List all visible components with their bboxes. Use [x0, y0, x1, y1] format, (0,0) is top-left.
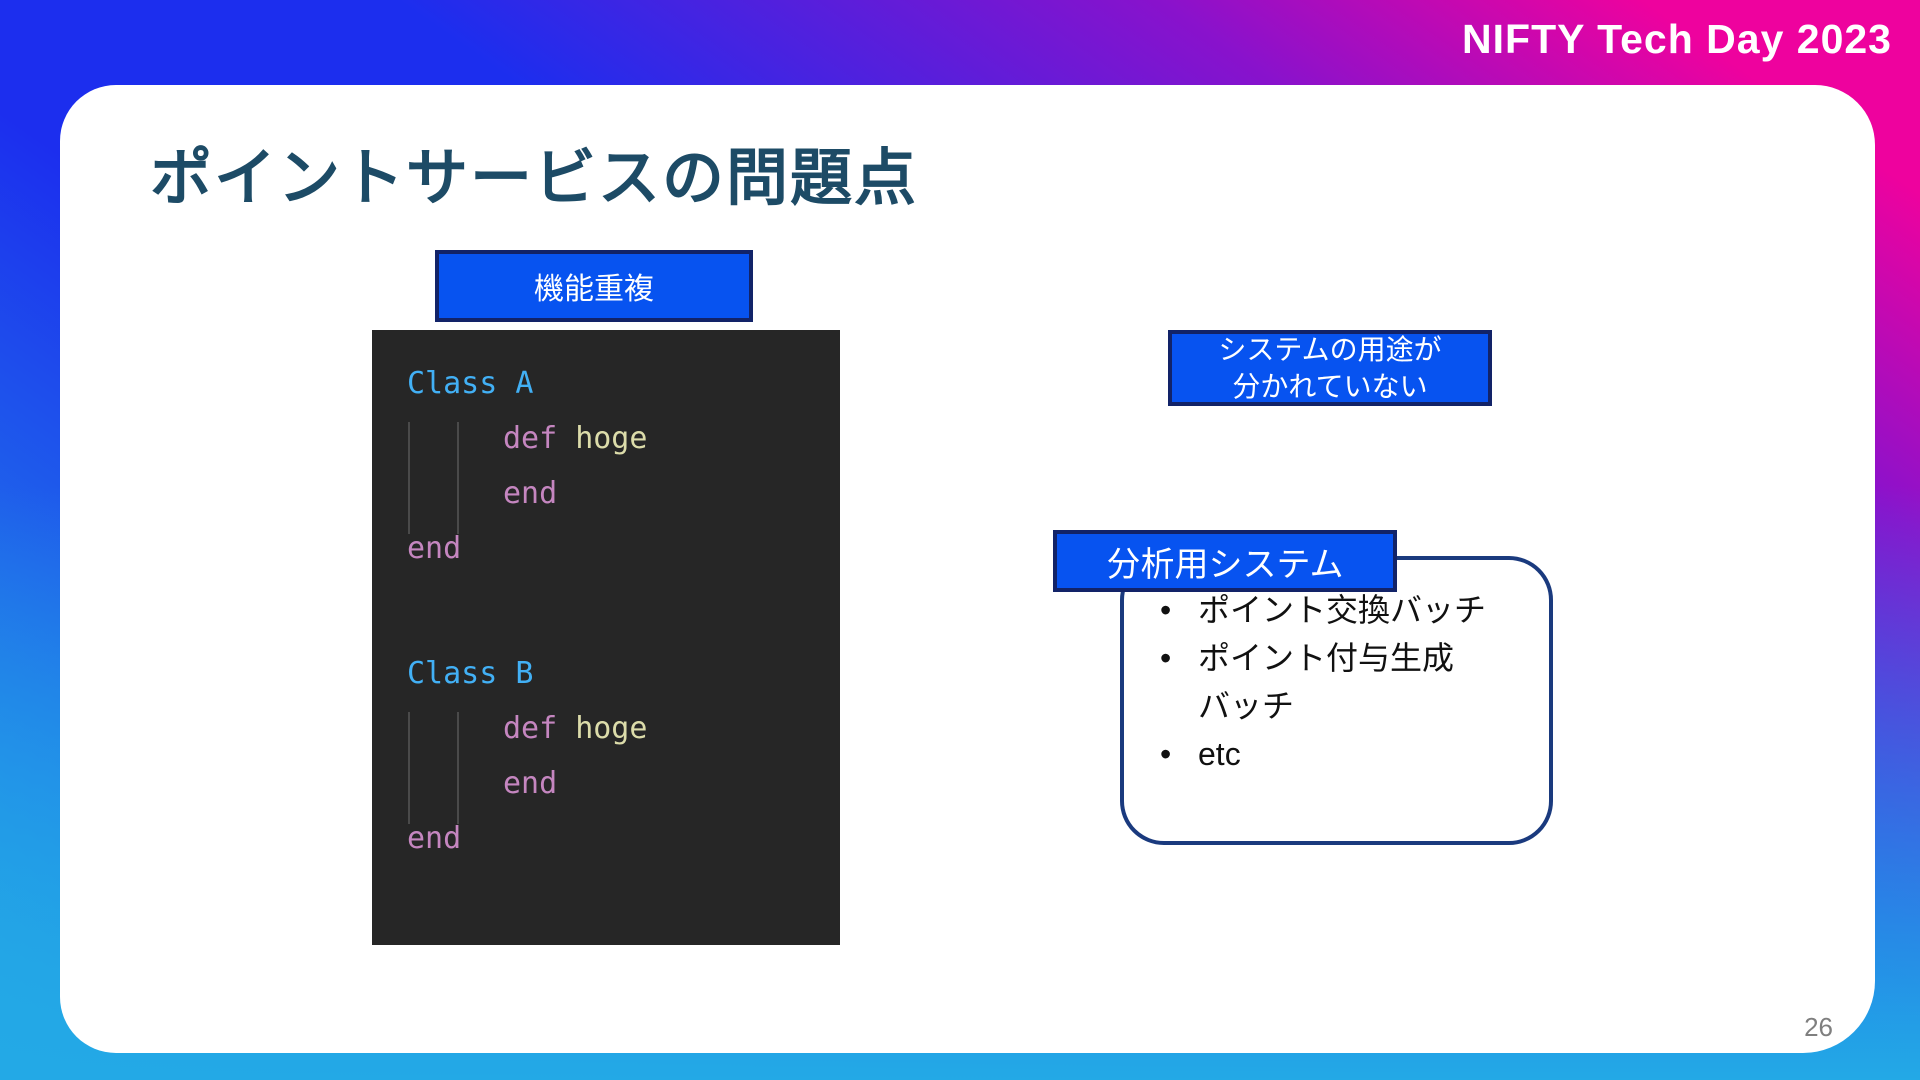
- code-line-end-inner-a: end: [407, 466, 840, 521]
- keyword-token: end: [503, 766, 558, 801]
- keyword-token: end: [407, 531, 462, 566]
- keyword-token: end: [407, 821, 462, 856]
- indent-guide: [408, 422, 410, 534]
- method-name-token: hoge: [575, 421, 648, 456]
- list-item: • ポイント交換バッチ: [1152, 586, 1529, 634]
- code-line-class-a: Class A: [407, 356, 840, 411]
- list-item-label: etc: [1198, 736, 1241, 772]
- bullet-icon: •: [1160, 592, 1172, 628]
- bullet-icon: •: [1160, 640, 1172, 676]
- indent-guide: [408, 712, 410, 824]
- keyword-token: def: [503, 711, 558, 746]
- code-line-end-inner-b: end: [407, 756, 840, 811]
- page-title: ポイントサービスの問題点: [150, 144, 919, 213]
- indent-guide: [457, 422, 459, 534]
- list-item-label: ポイント交換バッチ: [1198, 592, 1487, 628]
- brand-logo: NIFTY Tech Day 2023: [1462, 16, 1892, 62]
- label-duplicate-function: 機能重複: [435, 250, 753, 322]
- code-line-end-outer-a: end: [407, 521, 840, 576]
- list-item: • etc: [1152, 730, 1529, 778]
- analysis-bullet-list: • ポイント交換バッチ • ポイント付与生成 バッチ • etc: [1124, 560, 1549, 778]
- code-line-class-b: Class B: [407, 646, 840, 701]
- analysis-system-box: • ポイント交換バッチ • ポイント付与生成 バッチ • etc: [1120, 556, 1553, 845]
- method-name-token: hoge: [575, 711, 648, 746]
- label-analysis-system: 分析用システム: [1053, 530, 1397, 592]
- page-number: 26: [1804, 1012, 1833, 1042]
- label-system-purpose: システムの用途が 分かれていない: [1168, 330, 1492, 406]
- indent-guide: [457, 712, 459, 824]
- code-blank-line: [407, 576, 840, 646]
- class-name-token: Class B: [407, 656, 534, 691]
- bullet-icon: •: [1160, 736, 1172, 772]
- code-line-end-outer-b: end: [407, 811, 840, 866]
- list-item: • ポイント付与生成 バッチ: [1152, 634, 1529, 730]
- keyword-token: end: [503, 476, 558, 511]
- keyword-token: def: [503, 421, 558, 456]
- class-name-token: Class A: [407, 366, 534, 401]
- list-item-label: ポイント付与生成 バッチ: [1198, 640, 1455, 724]
